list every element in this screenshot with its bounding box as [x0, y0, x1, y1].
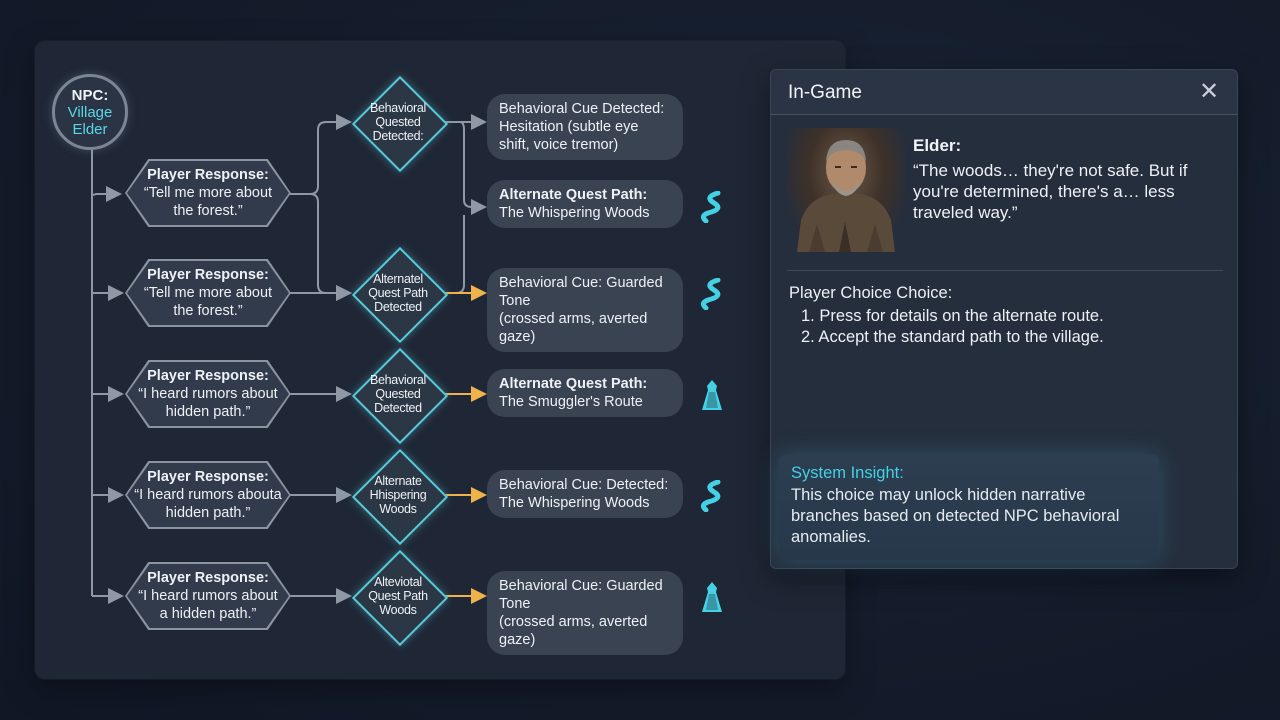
response-line: “I heard rumors about — [138, 588, 278, 604]
panel-title: In-Game — [788, 82, 862, 103]
dec1-down — [459, 121, 487, 215]
decision-line: Alternatel — [373, 272, 423, 286]
winding-path-icon — [695, 276, 729, 312]
decision-line: Detected — [374, 401, 422, 415]
response-line: “Tell me more about — [143, 185, 273, 201]
panel-header: In-Game ✕ — [771, 70, 1237, 115]
response-line: “I heard rumors about — [138, 386, 278, 402]
response-line: the forest.” — [173, 203, 243, 219]
player-choice-list: 1. Press for details on the alternate ro… — [801, 306, 1104, 348]
decision-line: Detected: — [372, 129, 424, 143]
resp1-down — [290, 193, 352, 301]
npc-label: NPC: — [71, 86, 109, 104]
close-button[interactable]: ✕ — [1198, 78, 1220, 105]
outcome-title: Behavioral Cue: Guarded Tone — [499, 578, 663, 612]
cloaked-figure-icon — [695, 377, 729, 413]
winding-path-icon — [695, 478, 729, 514]
outcome-card-5[interactable]: Behavioral Cue: Detected: The Whispering… — [487, 470, 683, 518]
decision-line: Detected — [374, 300, 422, 314]
decision-line: Hhispering — [369, 488, 427, 502]
decision-line: Quested — [375, 115, 421, 129]
outcome-title: Behavioral Cue: Guarded Tone — [499, 275, 663, 309]
outcome-title: Alternate Quest Path: — [499, 376, 648, 392]
response-title: Player Response: — [147, 267, 269, 283]
decision-line: Woods — [379, 502, 417, 516]
outcome-detail: (crossed arms, averted gaze) — [499, 311, 648, 345]
outcome-detail: The Whispering Woods — [499, 205, 650, 221]
player-response-5[interactable]: Player Response: “I heard rumors about a… — [125, 562, 291, 630]
winding-path-icon — [695, 189, 729, 225]
outcome-detail: (crossed arms, averted gaze) — [499, 614, 648, 648]
branch-1 — [91, 186, 122, 202]
npc-dialogue-text: “The woods… they're not safe. But if you… — [913, 161, 1188, 222]
decision-node-5[interactable]: Alteviotal Quest Path Woods — [351, 549, 449, 647]
decision-line: Alternate — [374, 474, 422, 488]
decision-line: Quested — [375, 387, 421, 401]
decision-line: Alteviotal — [374, 575, 422, 589]
player-response-1[interactable]: Player Response: “Tell me more about the… — [125, 159, 291, 227]
choice-option-1[interactable]: 1. Press for details on the alternate ro… — [801, 307, 1104, 325]
decision-node-2[interactable]: Alternatel Quest Path Detected — [351, 246, 449, 344]
outcome-card-1[interactable]: Behavioral Cue Detected: Hesitation (sub… — [487, 94, 683, 160]
npc-name-line2: Elder — [72, 120, 108, 138]
response-line: “I heard rumors abouta — [134, 487, 282, 503]
decision-line: Woods — [379, 603, 417, 617]
speaker-name: Elder: — [913, 136, 962, 155]
response-line: hidden path.” — [165, 404, 251, 420]
response-title: Player Response: — [147, 469, 269, 485]
response-line: “Tell me more about — [143, 285, 273, 301]
choice-option-2[interactable]: 2. Accept the standard path to the villa… — [801, 328, 1104, 346]
in-game-dialog-panel: In-Game ✕ Elder: “The woods… they're not… — [770, 69, 1238, 569]
player-choice-heading: Player Choice Choice: — [789, 284, 953, 302]
insight-body: This choice may unlock hidden narrative … — [791, 486, 1120, 546]
response-title: Player Response: — [147, 570, 269, 586]
outcome-detail: Hesitation (subtle eye shift, voice trem… — [499, 119, 639, 153]
response-line: hidden path.” — [165, 505, 251, 521]
resp1-up — [290, 114, 352, 195]
outcome-title: Behavioral Cue: Detected: — [499, 477, 669, 493]
outcome-title: Behavioral Cue Detected: — [499, 101, 665, 117]
decision-line: Quest Path — [368, 589, 428, 603]
response-line: the forest.” — [173, 303, 243, 319]
dec2-up — [444, 215, 465, 294]
outcome-detail: The Whispering Woods — [499, 495, 650, 511]
cloaked-figure-icon — [695, 579, 729, 615]
npc-name-line1: Village — [67, 103, 113, 121]
divider — [787, 270, 1223, 271]
outcome-card-2[interactable]: Alternate Quest Path: The Whispering Woo… — [487, 180, 683, 228]
decision-line: Behavioral — [369, 373, 427, 387]
insight-title: System Insight: — [791, 464, 904, 482]
decision-line: Quest Path — [368, 286, 428, 300]
decision-node-3[interactable]: Behavioral Quested Detected — [351, 347, 449, 445]
outcome-card-4[interactable]: Alternate Quest Path: The Smuggler's Rou… — [487, 369, 683, 417]
decision-node-1[interactable]: Behavioral Quested Detected: — [351, 75, 449, 173]
response-title: Player Response: — [147, 368, 269, 384]
response-line: a hidden path.” — [159, 606, 257, 622]
outcome-card-6[interactable]: Behavioral Cue: Guarded Tone (crossed ar… — [487, 571, 683, 655]
outcome-card-3[interactable]: Behavioral Cue: Guarded Tone (crossed ar… — [487, 268, 683, 352]
decision-node-4[interactable]: Alternate Hhispering Woods — [351, 448, 449, 546]
player-response-4[interactable]: Player Response: “I heard rumors abouta … — [125, 461, 291, 529]
npc-node-village-elder[interactable]: NPC: Village Elder — [52, 74, 128, 150]
player-response-3[interactable]: Player Response: “I heard rumors about h… — [125, 360, 291, 428]
decision-line: Behavioral — [369, 101, 427, 115]
outcome-detail: The Smuggler's Route — [499, 394, 643, 410]
player-response-2[interactable]: Player Response: “Tell me more about the… — [125, 259, 291, 327]
system-insight-box: System Insight: This choice may unlock h… — [779, 454, 1159, 560]
elder-portrait — [787, 128, 905, 252]
outcome-title: Alternate Quest Path: — [499, 187, 648, 203]
response-title: Player Response: — [147, 167, 269, 183]
